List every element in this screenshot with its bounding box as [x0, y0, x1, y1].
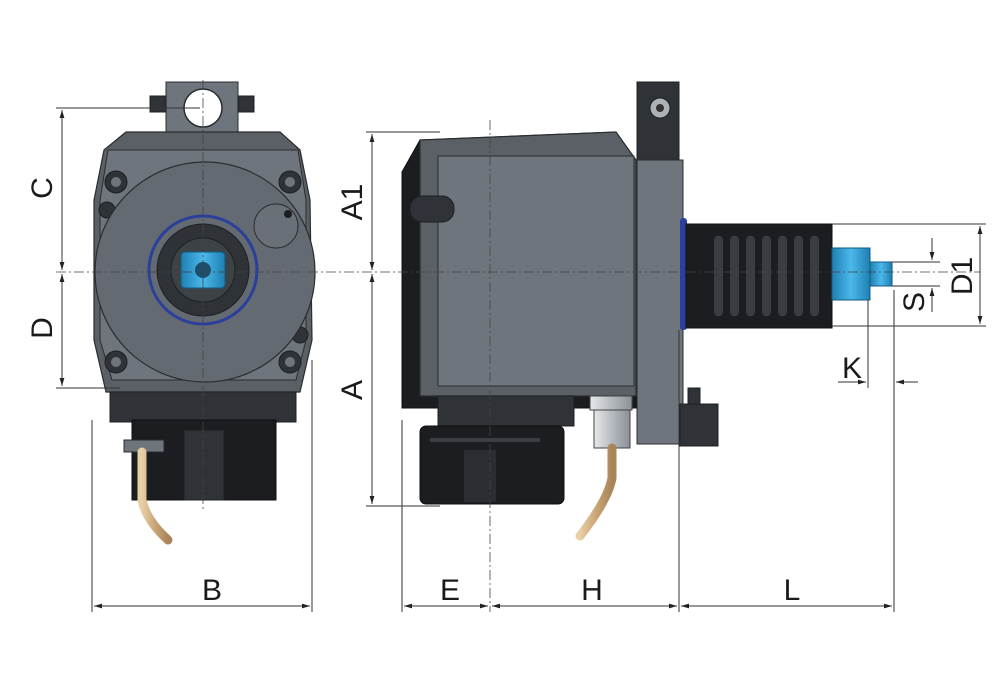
side-view	[401, 81, 893, 541]
front-bolts	[98, 170, 309, 374]
label-k: K	[842, 352, 862, 385]
center-lines	[56, 80, 980, 612]
label-s: S	[898, 292, 931, 312]
label-d1: D1	[946, 257, 979, 295]
label-c: C	[26, 177, 59, 199]
label-a1: A1	[336, 184, 369, 221]
front-view	[93, 81, 316, 545]
label-e: E	[440, 574, 460, 607]
label-h: H	[581, 574, 603, 607]
label-b: B	[202, 574, 222, 607]
dimension-labels: C D A1 A B E H L K S D1	[26, 177, 979, 607]
grip-ribs	[714, 236, 819, 316]
label-a: A	[336, 380, 369, 400]
label-d: D	[26, 317, 59, 339]
label-l: L	[784, 574, 801, 607]
dimension-lines	[56, 107, 986, 612]
